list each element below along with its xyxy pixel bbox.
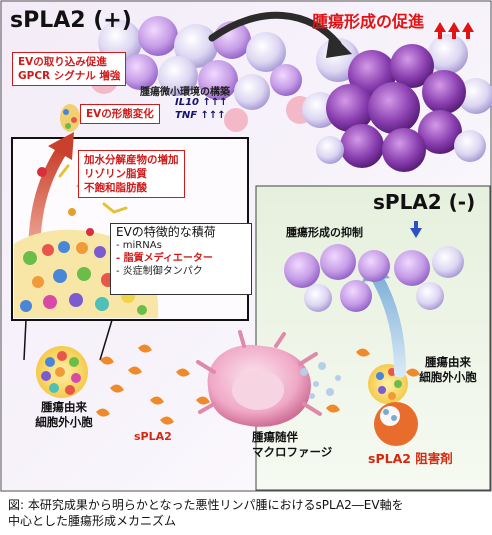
ev-cargo-item: - 脂質メディエーター: [116, 253, 213, 264]
ev-uptake-box: EVの取り込み促進 GPCR シグナル 増強: [12, 52, 127, 86]
macrophage: [196, 330, 322, 427]
spla2-minus-title: sPLA2 (-): [373, 190, 476, 214]
ev-cargo-title: EVの特徴的な積荷: [116, 225, 216, 239]
inhibitor-label: sPLA2 阻害剤: [368, 451, 453, 466]
spla2-enzymes: [96, 344, 420, 425]
mechanism-figure: sPLA2 (+) sPLA2 (-) EVの取り込み促進 GPCR シグナル …: [0, 0, 492, 492]
spla2-plus-title: sPLA2 (+): [10, 8, 132, 33]
uptake-arrowhead: [48, 132, 74, 160]
tumor-mass: [302, 34, 492, 172]
figure-border: [0, 0, 492, 492]
ev-cargo-box: EVの特徴的な積荷 - miRNAs - 脂質メディエーター - 炎症制御タンパ…: [110, 223, 252, 295]
il10-label: IL10 ↑↑↑: [175, 97, 228, 108]
hydrolysis-line: 加水分解産物の増加: [84, 154, 179, 166]
morphology-ev: [60, 104, 80, 132]
zoom-line: [99, 319, 113, 361]
right-tumor-ev-line: 細胞外小胞: [419, 370, 477, 384]
ev-morphology-line: EVの形態変化: [86, 108, 154, 120]
ev-cargo-item: - 炎症制御タンパク: [116, 266, 203, 277]
inhibitor-icon: [374, 402, 418, 446]
tumor-ev-left: [36, 346, 88, 398]
spla2-label: sPLA2: [134, 430, 172, 443]
ev-cargo-item: - miRNAs: [116, 240, 162, 251]
suppressed-tumor-cells: [284, 244, 464, 312]
macrophage-line: マクロファージ: [252, 445, 333, 459]
increase-arrows-icon: [434, 22, 474, 39]
zoom-line: [23, 319, 27, 361]
caption-line: 中心とした腫瘍形成メカニズム: [8, 514, 177, 528]
tumor-suppression-label: 腫瘍形成の抑制: [286, 226, 363, 239]
left-tumor-ev-line: 細胞外小胞: [35, 415, 93, 429]
tnf-label: TNF ↑↑↑: [175, 110, 226, 121]
decrease-arrow-icon: [410, 221, 422, 238]
lysophospholipid-line: リゾリン脂質: [84, 168, 147, 180]
ev-morphology-box: EVの形態変化: [80, 104, 160, 124]
hydrolysis-box: 加水分解産物の増加 リゾリン脂質 不飽和脂肪酸: [78, 150, 185, 198]
tumor-promotion-label: 腫瘍形成の促進: [312, 12, 425, 31]
macrophage-label: 腫瘍随伴 マクロファージ: [252, 430, 342, 460]
spla2-minus-panel: [255, 185, 491, 491]
gpcr-signal-line: GPCR シグナル 増強: [18, 70, 121, 82]
left-tumor-ev-label: 腫瘍由来 細胞外小胞: [28, 400, 100, 430]
figure-caption: 図: 本研究成果から明らかとなった悪性リンパ腫におけるsPLA2―EV軸を 中心…: [8, 497, 488, 529]
unsaturated-fatty-acid-line: 不飽和脂肪酸: [84, 182, 147, 194]
figure-artwork: [0, 0, 492, 492]
promotion-arrowhead: [326, 32, 352, 58]
macrophage-line: 腫瘍随伴: [252, 430, 298, 444]
right-tumor-ev-label: 腫瘍由来 細胞外小胞: [412, 355, 484, 385]
right-tumor-ev-line: 腫瘍由来: [425, 355, 471, 369]
caption-line: 図: 本研究成果から明らかとなった悪性リンパ腫におけるsPLA2―EV軸を: [8, 498, 404, 512]
suppression-path-arrow: [370, 270, 406, 378]
microenvironment-label: 腫瘍微小環境の構築: [140, 87, 230, 98]
promotion-arrow: [208, 11, 342, 48]
ev-particles: [300, 362, 341, 399]
microenvironment-cells: [90, 16, 314, 132]
ev-uptake-line: EVの取り込み促進: [18, 56, 107, 68]
left-tumor-ev-line: 腫瘍由来: [41, 400, 87, 414]
